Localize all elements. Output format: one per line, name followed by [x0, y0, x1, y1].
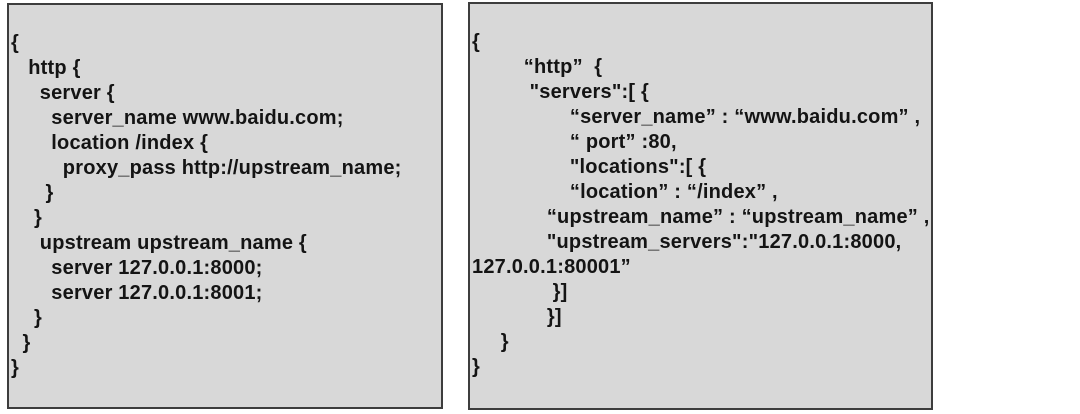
code-line: } [11, 207, 43, 229]
code-line: "servers":[ { [472, 81, 649, 103]
code-line: “server_name” : “www.baidu.com” , [472, 106, 921, 128]
code-line: http { [11, 57, 81, 79]
code-line: location /index { [11, 132, 209, 154]
code-line: "locations":[ { [472, 156, 707, 178]
code-line: "upstream_servers":"127.0.0.1:8000, [472, 231, 902, 253]
code-line: } [472, 331, 509, 353]
code-line: “http” { [472, 56, 603, 78]
json-config-code: { “http” { "servers":[ { “server_name” :… [470, 4, 931, 384]
code-line: } [11, 182, 54, 204]
code-line: upstream upstream_name { [11, 232, 307, 254]
nginx-config-code: { http { server { server_name www.baidu.… [9, 5, 441, 385]
code-line: } [11, 307, 43, 329]
code-line: } [11, 332, 31, 354]
code-line: “location” : “/index” , [472, 181, 778, 203]
code-line: server_name www.baidu.com; [11, 107, 344, 129]
code-line: “upstream_name” : “upstream_name” , [472, 206, 930, 228]
code-line: }] [472, 306, 562, 328]
code-line: } [11, 357, 19, 379]
code-line: }] [472, 281, 568, 303]
code-line: “ port” :80, [472, 131, 677, 153]
code-line: server { [11, 82, 115, 104]
code-line: server 127.0.0.1:8000; [11, 257, 263, 279]
json-config-panel: { “http” { "servers":[ { “server_name” :… [468, 2, 933, 410]
nginx-config-panel: { http { server { server_name www.baidu.… [7, 3, 443, 409]
code-line: server 127.0.0.1:8001; [11, 282, 263, 304]
code-line: 127.0.0.1:80001” [472, 256, 631, 278]
code-line: proxy_pass http://upstream_name; [11, 157, 402, 179]
code-line: { [11, 32, 19, 54]
code-line: { [472, 31, 480, 53]
code-line: } [472, 356, 480, 378]
